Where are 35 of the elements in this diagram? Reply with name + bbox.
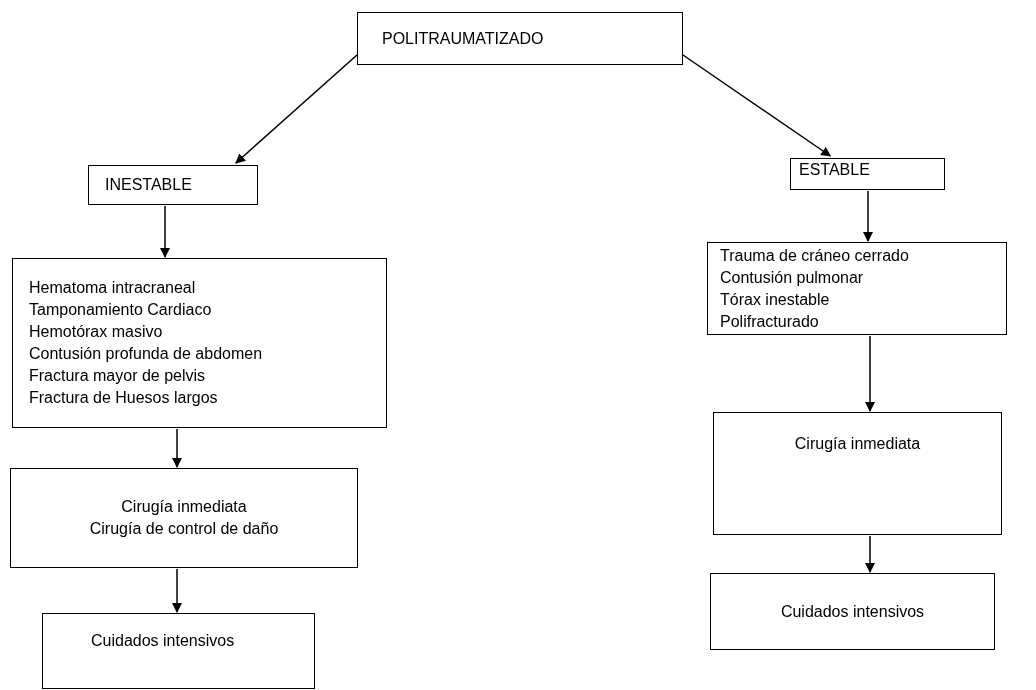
box-text: Cirugía inmediata <box>121 497 247 517</box>
box-text: Fractura mayor de pelvis <box>29 366 207 386</box>
process-box <box>790 158 945 190</box>
arrow <box>865 535 875 573</box>
process-box <box>707 242 1007 335</box>
process-box <box>88 165 258 205</box>
box-text: Polifracturado <box>720 311 820 332</box>
box-text: Tamponamiento Cardiaco <box>29 300 213 320</box>
arrow <box>863 190 873 242</box>
box-text: Cuidados intensivos <box>91 631 236 651</box>
process-box <box>357 12 683 65</box>
arrow <box>172 428 182 468</box>
process-box <box>10 468 358 568</box>
arrow <box>235 54 358 164</box>
box-text: ESTABLE <box>799 160 871 180</box>
arrow <box>682 54 832 157</box>
process-box <box>12 258 387 428</box>
box-text: Cirugía inmediata <box>794 434 921 454</box>
box-text: Tórax inestable <box>720 289 831 310</box>
box-text: Hemotórax masivo <box>29 322 164 342</box>
arrow <box>865 335 875 412</box>
arrow <box>160 205 170 258</box>
box-text: Cirugía de control de daño <box>89 519 279 539</box>
box-text: Contusión pulmonar <box>720 267 865 288</box>
process-box <box>42 613 315 689</box>
box-text: Cuidados intensivos <box>780 601 925 622</box>
process-box <box>710 573 995 650</box>
box-text: Hematoma intracraneal <box>29 278 197 298</box>
box-text: Fractura de Huesos largos <box>29 388 219 408</box>
process-box <box>713 412 1002 535</box>
arrow <box>172 568 182 613</box>
box-text: Contusión profunda de abdomen <box>29 344 264 364</box>
box-text: Trauma de cráneo cerrado <box>720 245 910 266</box>
box-text: POLITRAUMATIZADO <box>382 28 545 49</box>
box-text: INESTABLE <box>105 175 193 195</box>
